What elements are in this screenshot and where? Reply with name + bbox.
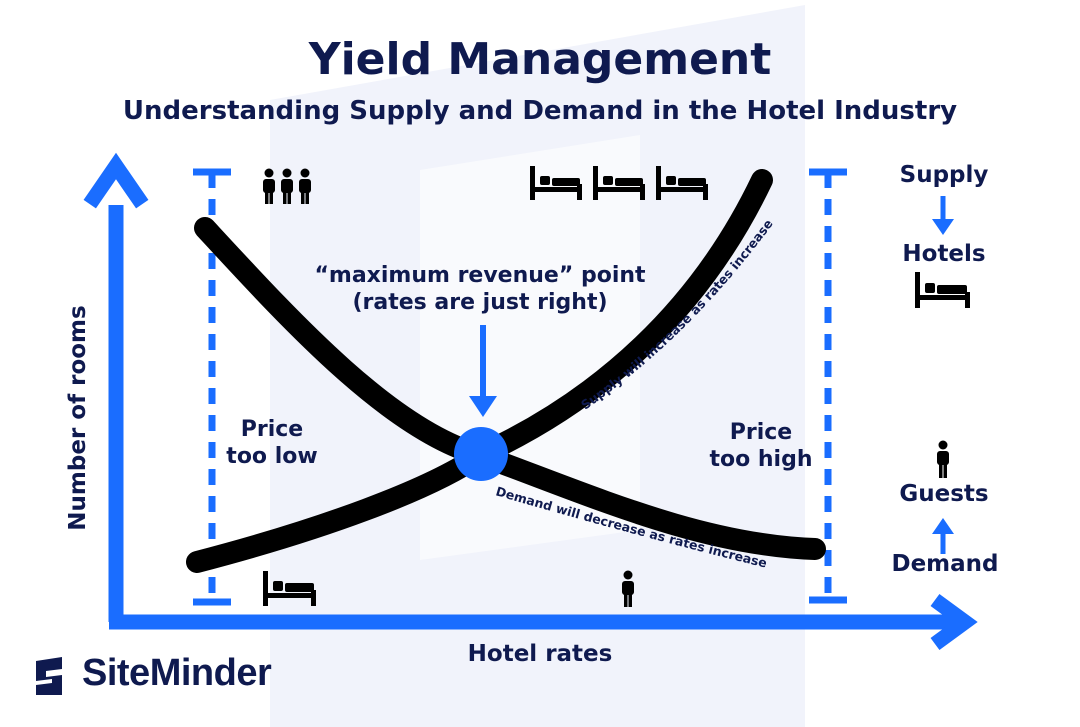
- arrow-down-icon: [932, 196, 954, 235]
- legend-demand: Demand: [891, 551, 999, 577]
- people-group-icon: [263, 168, 311, 204]
- diagram-subtitle: Understanding Supply and Demand in the H…: [122, 96, 958, 126]
- price-high-boundary: [809, 168, 847, 604]
- siteminder-logo-icon: [36, 657, 62, 695]
- bed-icon: [263, 571, 316, 606]
- price-low-boundary: [193, 168, 231, 606]
- x-axis-label: Hotel rates: [467, 641, 613, 667]
- x-axis: [109, 593, 978, 651]
- brand-name: SiteMinder: [82, 652, 272, 694]
- bed-icon: [915, 272, 970, 308]
- max-revenue-point: [454, 427, 508, 481]
- beds-group-icon: [530, 166, 708, 200]
- max-revenue-line2: (rates are just right): [352, 290, 608, 315]
- y-axis-label: Number of rooms: [65, 305, 91, 531]
- price-low-line2: too low: [226, 444, 318, 469]
- max-revenue-annotation: “maximum revenue” point (rates are just …: [300, 262, 660, 316]
- legend-guests: Guests: [899, 481, 989, 507]
- diagram-title: Yield Management: [308, 34, 772, 85]
- legend-hotels: Hotels: [902, 241, 986, 267]
- price-low-line1: Price: [240, 417, 304, 442]
- legend-supply: Supply: [899, 162, 989, 188]
- arrow-down-icon: [469, 325, 497, 417]
- max-revenue-line1: “maximum revenue” point: [314, 263, 646, 288]
- supply-curve: [186, 169, 773, 573]
- person-icon: [622, 570, 634, 607]
- price-too-low-label: Price too low: [220, 416, 324, 470]
- arrow-up-icon: [932, 518, 954, 554]
- person-icon: [937, 440, 949, 478]
- price-too-high-label: Price too high: [700, 419, 822, 473]
- price-high-line1: Price: [729, 420, 793, 445]
- y-axis: [83, 152, 149, 622]
- price-high-line2: too high: [709, 447, 813, 472]
